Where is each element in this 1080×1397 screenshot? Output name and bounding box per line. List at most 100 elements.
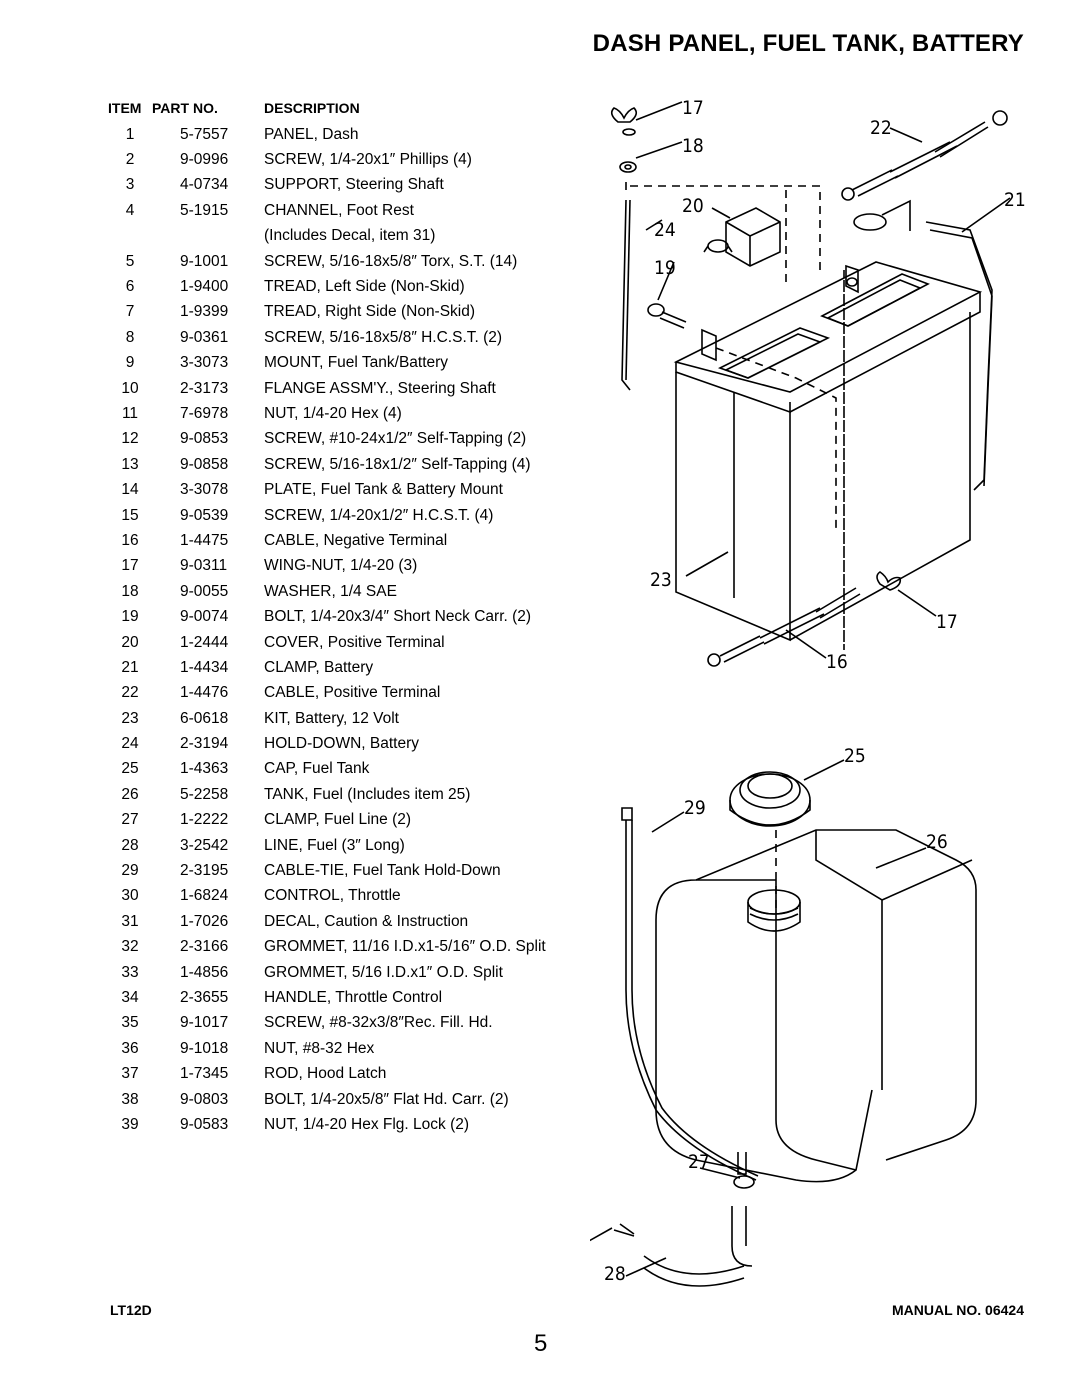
cell-part-no: 5-2258 bbox=[180, 785, 229, 803]
cell-description: WASHER, 1/4 SAE bbox=[264, 582, 397, 600]
cell-part-no: 9-1001 bbox=[180, 252, 229, 270]
fuel-tank-icon bbox=[655, 829, 977, 1183]
cell-item: 29 bbox=[121, 862, 139, 880]
cell-part-no: 1-4475 bbox=[180, 531, 229, 549]
cell-description: HANDLE, Throttle Control bbox=[264, 988, 443, 1006]
cell-item: 17 bbox=[121, 557, 139, 575]
cell-item: 18 bbox=[121, 582, 139, 600]
carriage-bolt-icon bbox=[647, 303, 687, 329]
cell-description: SCREW, 5/16-18x5/8″ Torx, S.T. (14) bbox=[264, 252, 518, 270]
leader-line bbox=[803, 759, 845, 781]
cell-description: GROMMET, 11/16 I.D.x1-5/16″ O.D. Split bbox=[264, 938, 546, 956]
callout-17: 17 bbox=[936, 611, 958, 633]
battery-clamp-icon bbox=[853, 199, 993, 491]
cell-part-no: 1-2444 bbox=[180, 633, 229, 651]
cell-part-no: 9-0583 bbox=[180, 1115, 229, 1133]
cell-item: 6 bbox=[125, 278, 135, 296]
cell-part-no: 9-0074 bbox=[180, 608, 229, 626]
cell-description: PLATE, Fuel Tank & Battery Mount bbox=[264, 481, 503, 499]
hold-down-rod-icon bbox=[621, 199, 631, 391]
cell-part-no: 7-6978 bbox=[180, 404, 229, 422]
cell-description: GROMMET, 5/16 I.D.x1″ O.D. Split bbox=[264, 963, 503, 981]
leader-line bbox=[711, 207, 731, 219]
cell-part-no: 1-9399 bbox=[180, 303, 229, 321]
cell-description: HOLD-DOWN, Battery bbox=[264, 735, 420, 753]
leader-line bbox=[785, 629, 827, 659]
callout-22: 22 bbox=[870, 117, 892, 139]
positive-cable-icon bbox=[841, 110, 1008, 201]
cell-description: BOLT, 1/4-20x3/4″ Short Neck Carr. (2) bbox=[264, 608, 532, 626]
leader-line bbox=[635, 101, 683, 121]
cell-item: 20 bbox=[121, 633, 139, 651]
callout-20: 20 bbox=[682, 195, 704, 217]
cell-part-no: 3-2542 bbox=[180, 836, 229, 854]
cell-item: 5 bbox=[125, 252, 135, 270]
cell-item: 2 bbox=[125, 151, 135, 169]
cell-part-no: 9-0055 bbox=[180, 582, 229, 600]
cell-item: 39 bbox=[121, 1115, 139, 1133]
cell-item: 34 bbox=[121, 988, 139, 1006]
cell-part-no: 1-9400 bbox=[180, 278, 229, 296]
cell-description: LINE, Fuel (3″ Long) bbox=[264, 836, 405, 854]
cell-item: 23 bbox=[121, 709, 139, 727]
cell-part-no: 2-3655 bbox=[180, 988, 229, 1006]
cell-description: TREAD, Right Side (Non-Skid) bbox=[264, 303, 476, 321]
cell-description: CONTROL, Throttle bbox=[264, 887, 401, 905]
dash-line bbox=[715, 347, 837, 528]
cell-part-no: 6-0618 bbox=[180, 709, 229, 727]
model-number: LT12D bbox=[110, 1302, 152, 1318]
header-description: DESCRIPTION bbox=[264, 100, 360, 116]
cell-part-no: 1-4856 bbox=[180, 963, 229, 981]
cell-item: 24 bbox=[121, 735, 139, 753]
battery-icon bbox=[673, 261, 983, 642]
callout-23: 23 bbox=[650, 569, 672, 591]
cell-item: 38 bbox=[121, 1090, 139, 1108]
cell-item: 22 bbox=[121, 684, 139, 702]
header-item: ITEM bbox=[108, 100, 142, 116]
callout-19: 19 bbox=[654, 257, 676, 279]
cell-description: SCREW, 1/4-20x1/2″ H.C.S.T. (4) bbox=[264, 506, 494, 524]
cell-item: 21 bbox=[121, 658, 139, 676]
cell-item: 1 bbox=[125, 125, 135, 143]
cell-item: 10 bbox=[121, 379, 139, 397]
header-part-no: PART NO. bbox=[152, 100, 218, 116]
cell-description: CLAMP, Battery bbox=[264, 658, 374, 676]
cell-part-no: 5-7557 bbox=[180, 125, 229, 143]
cell-item: 14 bbox=[121, 481, 139, 499]
leader-line bbox=[685, 551, 729, 577]
cell-description: CABLE, Positive Terminal bbox=[264, 684, 441, 702]
callout-29: 29 bbox=[684, 797, 706, 819]
table-row: 18 9-0055 WASHER, 1/4 SAE bbox=[108, 579, 618, 604]
cell-description: CLAMP, Fuel Line (2) bbox=[264, 811, 412, 829]
cell-item bbox=[108, 224, 152, 249]
table-row: (Includes Decal, item 31) bbox=[108, 224, 618, 249]
callout-16: 16 bbox=[826, 651, 848, 673]
cell-item: 36 bbox=[121, 1039, 139, 1057]
cell-description: MOUNT, Fuel Tank/Battery bbox=[264, 354, 449, 372]
terminal-cover-icon bbox=[703, 207, 781, 267]
callout-26: 26 bbox=[926, 831, 948, 853]
callout-24: 24 bbox=[654, 219, 676, 241]
cell-description: SUPPORT, Steering Shaft bbox=[264, 176, 444, 194]
callout-25: 25 bbox=[844, 745, 866, 767]
